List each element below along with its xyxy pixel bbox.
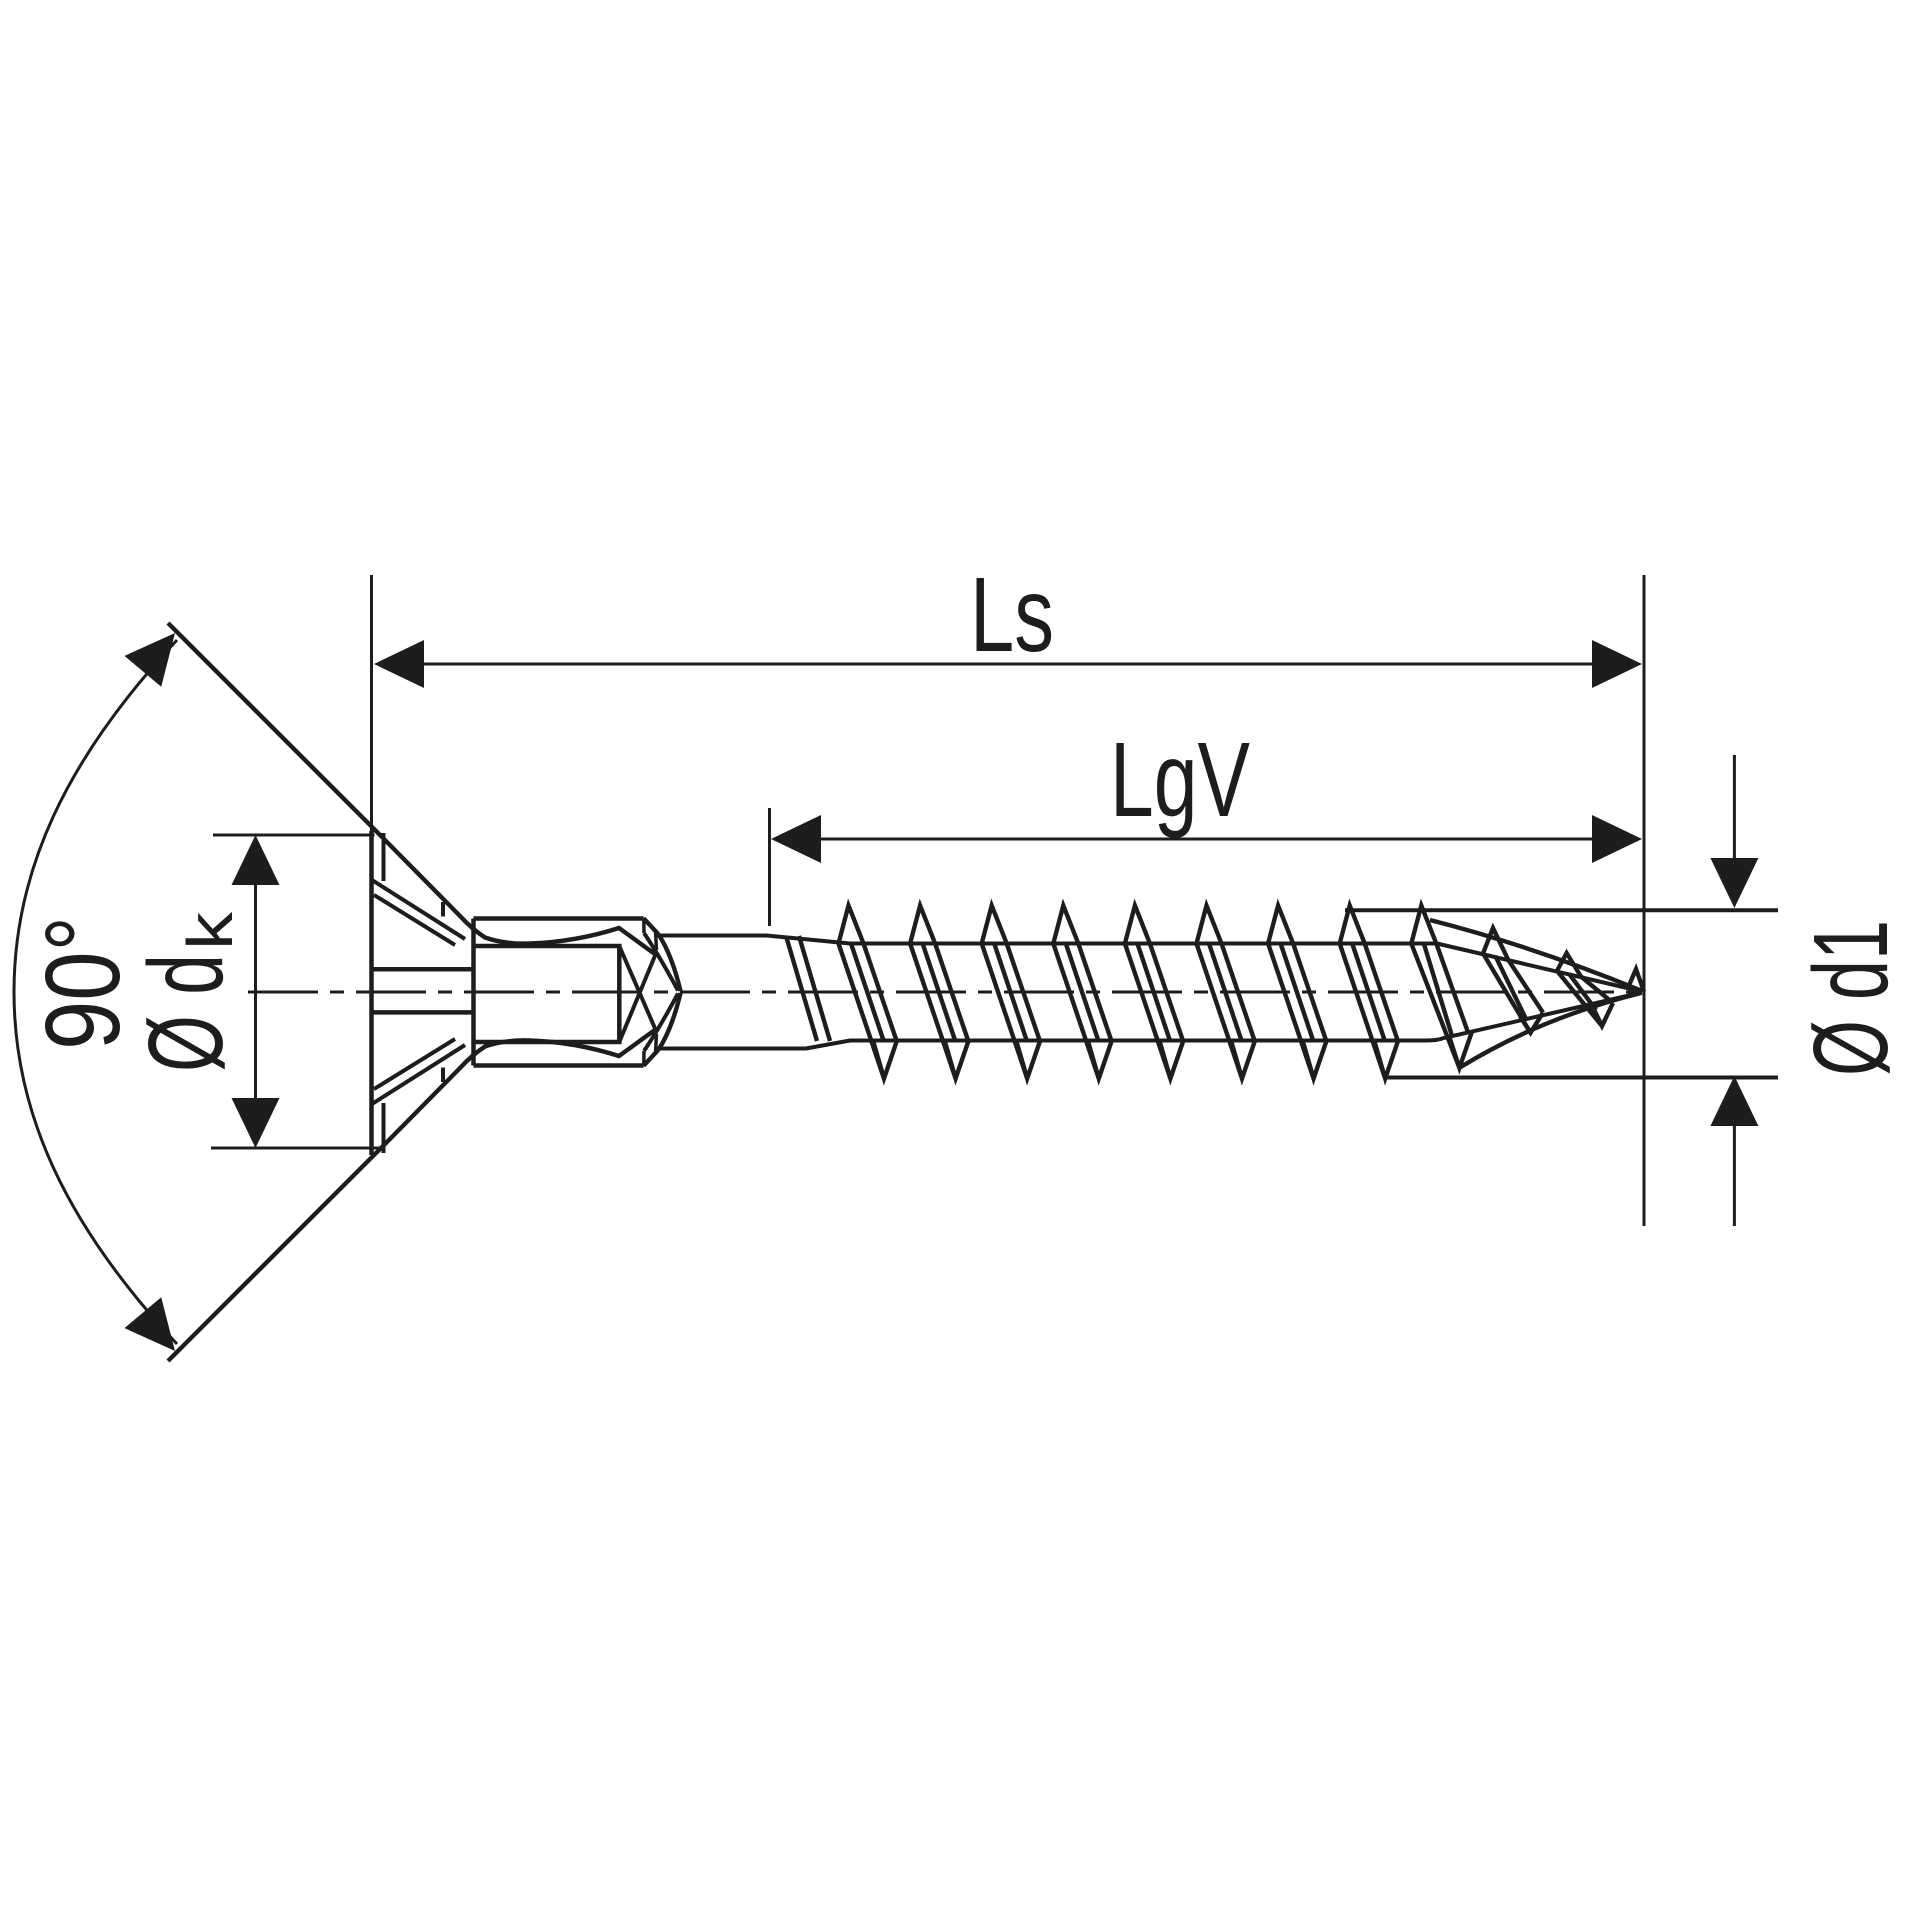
svg-text:Ø d: Ø d: [127, 954, 245, 1072]
svg-text:90°: 90°: [24, 916, 142, 1050]
svg-text:Ø d1: Ø d1: [1792, 920, 1910, 1076]
svg-text:k: k: [174, 911, 246, 950]
svg-text:LgV: LgV: [1110, 721, 1250, 839]
svg-text:Ls: Ls: [970, 556, 1054, 674]
